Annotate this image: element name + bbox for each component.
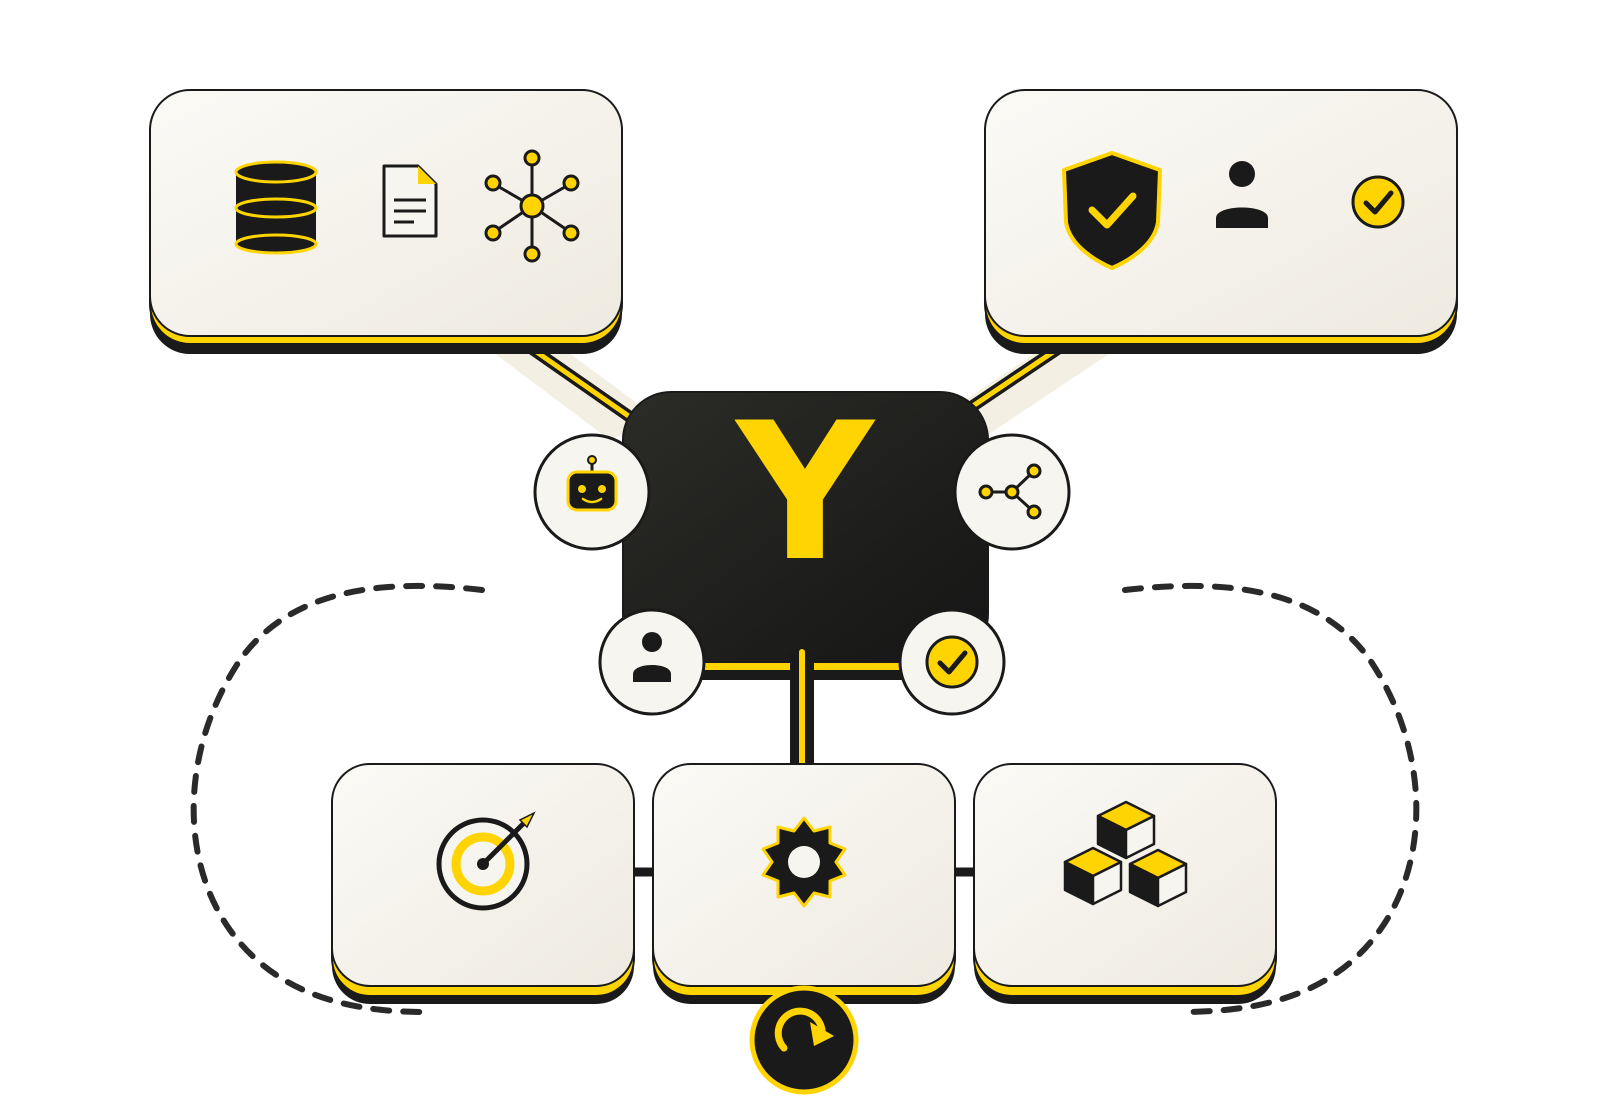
card-security: [984, 89, 1458, 354]
check-circle-icon: [1351, 175, 1405, 229]
dashed-loop-right: [1122, 582, 1420, 1015]
card-process: [652, 763, 956, 1004]
database-icon: [234, 160, 318, 255]
cubes-icon: [1063, 800, 1188, 908]
central-hub: Y: [622, 382, 989, 680]
connector-top-left: [522, 340, 646, 430]
dashed-loop-left: [190, 582, 485, 1015]
badge-robot: [533, 433, 651, 551]
connector-vertical: [790, 649, 814, 768]
network-hub-icon: [484, 149, 580, 263]
refresh-icon: [774, 1007, 834, 1052]
card-modules: [973, 763, 1277, 1004]
card-goal: [331, 763, 635, 1004]
badge-user: [598, 608, 706, 716]
shield-check-icon: [1062, 151, 1162, 270]
user-icon: [633, 632, 671, 682]
document-icon: [382, 164, 438, 238]
badge-share: [953, 433, 1071, 551]
check-circle-icon: [925, 635, 979, 689]
badge-check: [898, 608, 1006, 716]
gear-icon: [761, 816, 847, 908]
share-icon: [978, 463, 1042, 520]
hub-letter: Y: [734, 382, 876, 603]
user-icon: [1216, 161, 1268, 228]
robot-icon: [566, 455, 618, 512]
target-icon: [436, 811, 536, 911]
cycle-badge: [749, 985, 859, 1095]
card-data-sources: [149, 89, 623, 354]
